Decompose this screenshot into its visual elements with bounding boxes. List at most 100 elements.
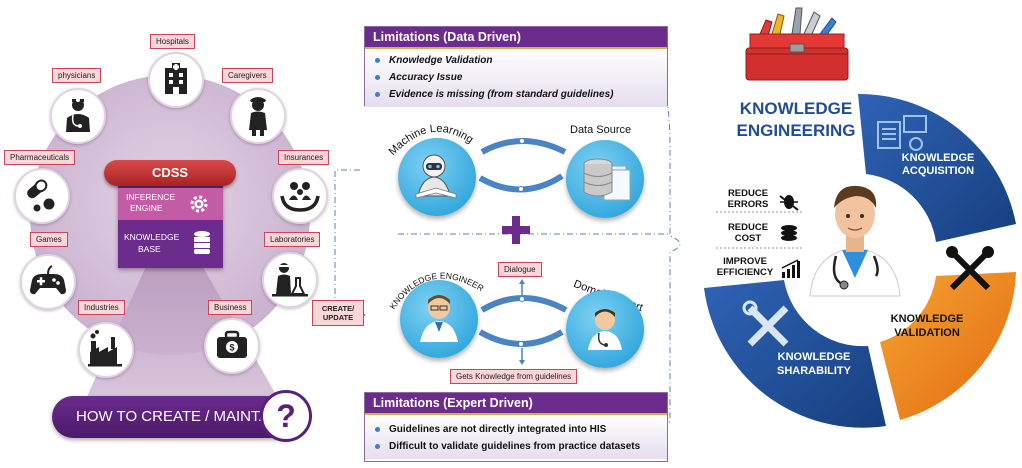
knowledge-base-block: KNOWLEDGE BASE <box>118 224 223 264</box>
sector-pharmaceuticals[interactable] <box>14 168 70 224</box>
sector-physicians[interactable] <box>50 88 106 144</box>
dialogue-tag: Dialogue <box>498 262 542 277</box>
wrench-screwdriver-icon <box>742 300 789 347</box>
inference-engine-label-1: INFERENCE <box>126 192 176 202</box>
knowledge-sharability-line2: SHARABILITY <box>777 365 851 377</box>
limitations-data-driven-box: Limitations (Data Driven) Knowledge Vali… <box>364 26 668 107</box>
gets-knowledge-tag: Gets Knowledge from guidelines <box>450 369 578 384</box>
database-icon <box>194 231 210 254</box>
knowledge-validation-line2: VALIDATION <box>894 327 960 339</box>
knowledge-engineering-title: KNOWLEDGE ENGINEERING <box>734 98 858 142</box>
impact-line2: COST <box>734 233 762 244</box>
impact-line1: IMPROVE <box>723 256 767 267</box>
data-driven-item: Knowledge Validation <box>375 52 661 69</box>
sector-label-hospitals: Hospitals <box>150 34 195 49</box>
gear-icon <box>190 195 208 213</box>
sector-insurances[interactable] <box>272 168 328 224</box>
toolbox-icon <box>745 7 849 81</box>
data-driven-item: Accuracy Issue <box>375 69 661 86</box>
limitations-data-driven-title: Limitations (Data Driven) <box>365 27 667 49</box>
impact-improve-efficiency: IMPROVE EFFICIENCY <box>708 256 782 278</box>
knowledge-acquisition-line2: ACQUISITION <box>901 165 975 177</box>
coins-icon <box>781 225 797 241</box>
knowledge-engineering-title-line2: ENGINEERING <box>736 121 856 140</box>
engineer-avatar-icon <box>420 295 458 342</box>
create-update-label-1: CREATE/ <box>321 304 355 313</box>
knowledge-engineering-title-line1: KNOWLEDGE <box>739 99 853 118</box>
knowledge-engineering-wheel <box>704 93 1016 428</box>
sector-laboratories[interactable] <box>262 252 318 308</box>
expert-driven-item: Guidelines are not directly integrated i… <box>375 421 661 438</box>
impact-dividers <box>716 211 804 249</box>
knowledge-acquisition-label: KNOWLEDGE ACQUISITION <box>896 152 980 178</box>
knowledge-engineer-node[interactable] <box>400 280 478 358</box>
funnel-cone <box>80 262 286 412</box>
impact-reduce-errors: REDUCE ERRORS <box>718 188 778 210</box>
data-source-node[interactable] <box>566 140 644 218</box>
question-circle[interactable]: ? <box>260 390 312 442</box>
svg-text:$: $ <box>229 343 234 353</box>
inference-engine-label-2: ENGINE <box>130 203 163 213</box>
inference-engine-block: INFERENCE ENGINE <box>118 188 223 220</box>
impact-reduce-cost: REDUCE COST <box>718 222 778 244</box>
knowledge-sharability-line1: KNOWLEDGE <box>777 351 851 363</box>
data-driven-item: Evidence is missing (from standard guide… <box>375 86 661 103</box>
family-hands-icon <box>280 182 320 212</box>
sector-business[interactable]: $ <box>204 318 260 374</box>
sector-label-pharmaceuticals: Pharmaceuticals <box>4 150 76 165</box>
segment-validation[interactable] <box>880 272 1016 420</box>
sector-label-physicians: physicians <box>52 68 102 83</box>
dashed-brace <box>649 75 681 433</box>
doctor-avatar-icon <box>588 309 622 350</box>
growth-chart-icon <box>781 259 800 278</box>
data-source-label: Data Source <box>570 124 632 136</box>
knowledge-sharability-label: KNOWLEDGE SHARABILITY <box>766 350 862 378</box>
create-update-tag[interactable]: CREATE/ UPDATE <box>312 300 364 326</box>
cdss-title: CDSS <box>151 165 189 180</box>
sector-label-caregivers: Caregivers <box>222 68 273 83</box>
doctor-center-icon <box>809 185 901 297</box>
nurse-icon <box>249 97 267 136</box>
cdss-title-bar: CDSS <box>104 160 236 186</box>
impact-line2: EFFICIENCY <box>716 267 774 278</box>
sector-label-laboratories: Laboratories <box>264 232 321 247</box>
briefcase-icon: $ <box>217 330 247 358</box>
impact-line1: REDUCE <box>727 222 769 233</box>
how-to-create-maintain-label: HOW TO CREATE / MAINTAIN <box>76 408 285 425</box>
sector-label-games: Games <box>30 232 68 247</box>
domain-expert-node[interactable] <box>566 290 644 368</box>
sector-label-business: Business <box>208 300 253 315</box>
sector-industries[interactable] <box>78 322 134 378</box>
database-stack-icon <box>583 158 631 201</box>
knowledge-base-label-2: BASE <box>138 244 161 254</box>
lab-icon <box>272 263 308 297</box>
knowledge-validation-line1: KNOWLEDGE <box>890 313 964 325</box>
robot-reading-icon <box>415 154 457 199</box>
sector-label-insurances: Insurances <box>278 150 330 165</box>
sector-caregivers[interactable] <box>230 88 286 144</box>
question-mark-icon: ? <box>276 398 296 434</box>
machine-learning-node[interactable] <box>398 138 476 216</box>
hospital-icon <box>165 63 187 94</box>
create-update-label-2: UPDATE <box>322 313 354 322</box>
limitations-expert-driven-title: Limitations (Expert Driven) <box>365 393 667 415</box>
factory-icon <box>88 330 122 367</box>
limitations-expert-driven-box: Limitations (Expert Driven) Guidelines a… <box>364 392 668 462</box>
impact-line1: REDUCE <box>727 188 769 199</box>
segment-sharability[interactable] <box>704 280 886 428</box>
knowledge-validation-label: KNOWLEDGE VALIDATION <box>882 312 972 340</box>
expert-driven-item: Difficult to validate guidelines from pr… <box>375 438 661 455</box>
computer-network-icon <box>877 115 927 151</box>
cdss-panel: CDSS INFERENCE ENGINE KNOWLEDGE BASE Hos… <box>0 0 350 468</box>
sector-hospitals[interactable] <box>148 52 204 108</box>
segment-acquisition[interactable] <box>858 93 1016 243</box>
knowledge-base-label-1: KNOWLEDGE <box>124 232 180 242</box>
sector-games[interactable] <box>20 254 76 310</box>
knowledge-acquisition-line1: KNOWLEDGE <box>901 152 975 164</box>
tools-cross-icon <box>946 246 994 291</box>
doctor-icon <box>66 98 90 132</box>
sector-label-industries: Industries <box>78 300 125 315</box>
impact-line2: ERRORS <box>727 199 769 210</box>
pills-icon <box>27 179 55 212</box>
